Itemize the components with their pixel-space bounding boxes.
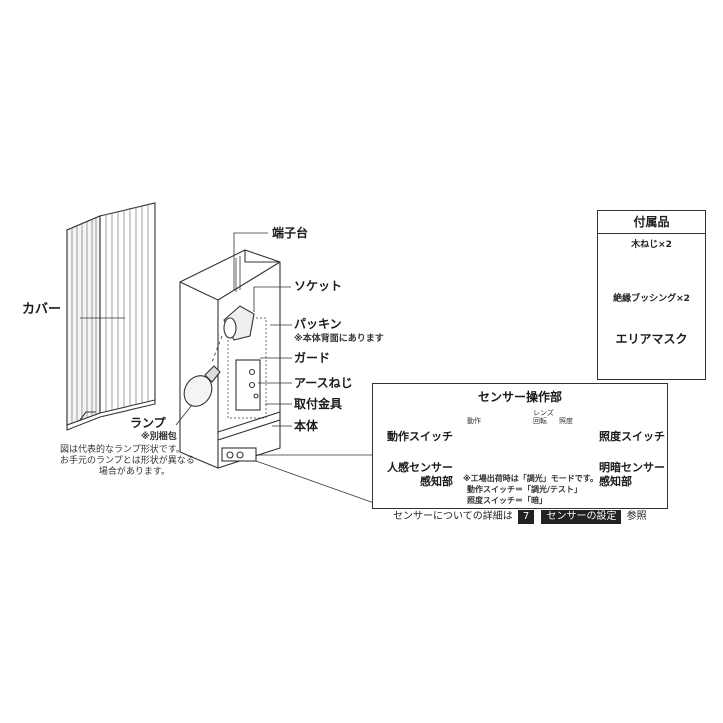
reference-prefix: センサーについての詳細は <box>393 511 513 522</box>
body-illustration <box>179 249 281 469</box>
operation-small-label: 動作 <box>467 417 481 425</box>
socket-illustration <box>211 305 255 363</box>
reference-number: 7 <box>517 510 535 524</box>
earth-screw-label: アースねじ <box>294 376 353 390</box>
brightness-sensor-label: 明暗センサー 感知部 <box>599 461 665 490</box>
reference-suffix: 参照 <box>626 511 647 522</box>
lamp-disclaimer-line: 場合があります。 <box>98 466 170 477</box>
wood-screw-label: 木ねじ×2 <box>631 240 672 250</box>
terminal-block-label: 端子台 <box>272 226 309 240</box>
lens-label: レンズ <box>533 409 554 417</box>
mounting-bracket-label: 取付金具 <box>294 397 343 411</box>
lamp-label: ランプ <box>130 416 166 430</box>
socket-label: ソケット <box>294 279 343 293</box>
rotate-label: 回転 <box>533 417 547 425</box>
cover-illustration <box>66 202 156 431</box>
illuminance-small-label: 照度 <box>559 417 573 425</box>
sensor-panel-title: センサー操作部 <box>477 390 562 404</box>
accessories-title: 付属品 <box>598 211 705 234</box>
lamp-note: ※別梱包 <box>141 432 177 442</box>
guard-label: ガード <box>294 351 331 365</box>
lamp-illustration <box>183 365 221 407</box>
bushing-label: 絶縁ブッシング×2 <box>613 294 690 304</box>
lamp-disclaimer-line: お手元のランプとは形状が異なる <box>60 455 195 466</box>
human-sensor-label: 人感センサー 感知部 <box>381 461 453 490</box>
brightness-sensor-line: 明暗センサー <box>599 461 665 474</box>
brightness-sensor-line: 感知部 <box>599 475 632 489</box>
human-sensor-line: 感知部 <box>420 475 453 489</box>
sensor-reference: センサーについての詳細は 7 センサーの設定 参照 <box>393 510 647 524</box>
sensor-panel-box: センサー操作部 動作スイッチ 照度スイッチ 人感センサー 感知部 明暗センサー … <box>372 383 668 509</box>
lamp-disclaimer-line: 図は代表的なランプ形状です。 <box>60 445 185 455</box>
cover-label: カバー <box>22 302 62 317</box>
packing-label: パッキン <box>294 317 342 331</box>
factory-note-line: ※工場出荷時は「調光」モードです。 <box>463 474 598 483</box>
operation-switch-label: 動作スイッチ <box>387 430 453 443</box>
human-sensor-line: 人感センサー <box>387 461 453 474</box>
factory-note-line: 動作スイッチ＝「調光/テスト」 <box>467 484 582 494</box>
reference-section: センサーの設定 <box>541 510 622 524</box>
area-mask-label: エリアマスク <box>615 332 688 346</box>
packing-note: ※本体背面にあります <box>294 334 384 344</box>
lamp-disclaimer: 図は代表的なランプ形状です。 お手元のランプとは形状が異なる 場合があります。 <box>60 445 195 477</box>
accessories-box: 付属品 木ねじ×2 絶縁ブッシング×2 エリアマスク <box>597 210 706 380</box>
illuminance-switch-label: 照度スイッチ <box>599 430 665 443</box>
body-label: 本体 <box>294 419 319 433</box>
factory-setting-note: ※工場出荷時は「調光」モードです。 動作スイッチ＝「調光/テスト」 照度スイッチ… <box>463 474 598 506</box>
factory-note-line: 照度スイッチ＝「暗」 <box>467 495 547 505</box>
